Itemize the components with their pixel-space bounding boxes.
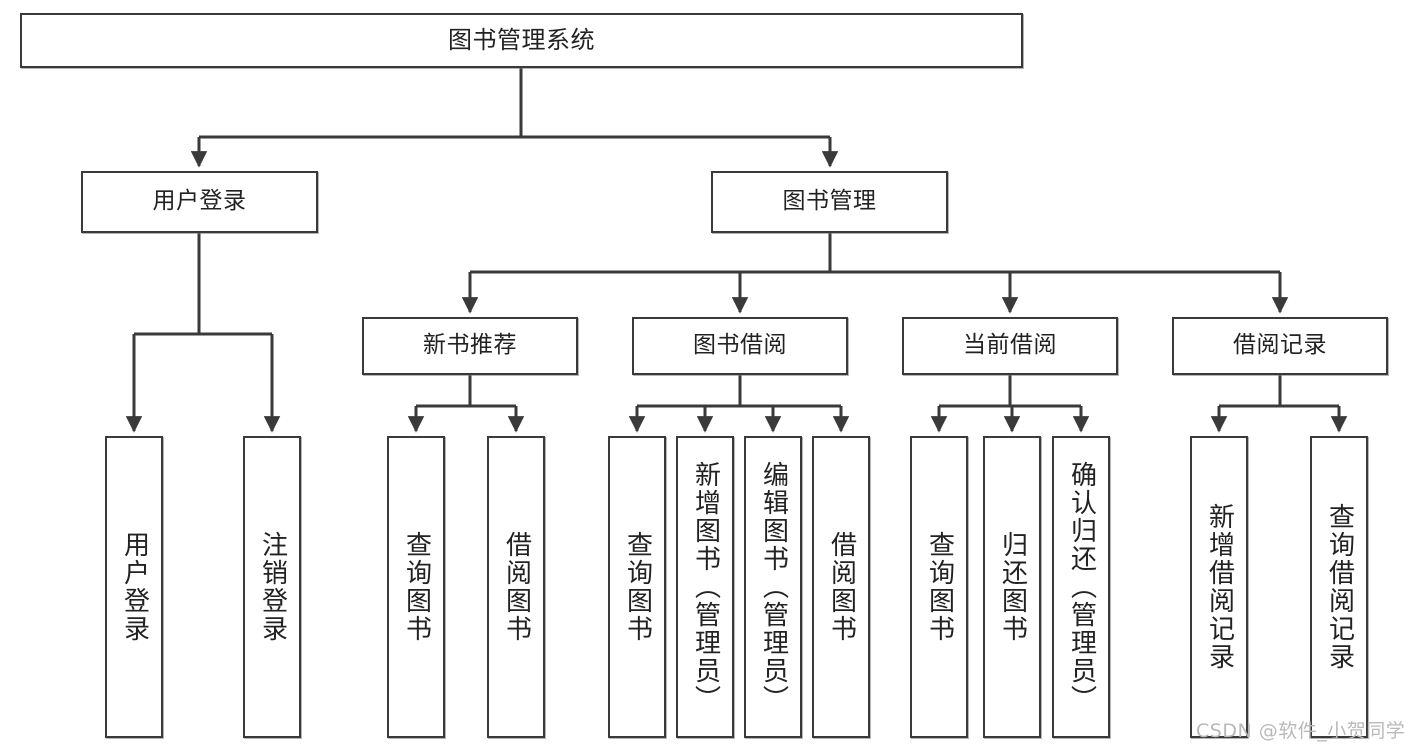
node-leaf-query-book-3-label: 查询图书 (924, 531, 955, 643)
node-root[interactable]: 图书管理系统 (20, 13, 1023, 68)
node-leaf-edit-book[interactable]: 编辑图书（管理员） (744, 436, 802, 738)
node-root-label: 图书管理系统 (448, 26, 595, 55)
node-current-borrow-label: 当前借阅 (963, 332, 1057, 359)
node-leaf-query-book-3[interactable]: 查询图书 (910, 436, 968, 738)
node-leaf-query-book-1[interactable]: 查询图书 (387, 436, 445, 738)
node-leaf-confirm-return[interactable]: 确认归还（管理员） (1052, 436, 1110, 738)
node-leaf-query-book-2[interactable]: 查询图书 (608, 436, 666, 738)
csdn-watermark: CSDN @软件_小贺同学 (1196, 720, 1405, 742)
node-leaf-borrow-book-1-label: 借阅图书 (501, 531, 532, 643)
node-new-book-recommend-label: 新书推荐 (423, 332, 517, 359)
node-leaf-borrow-book-2-label: 借阅图书 (826, 531, 857, 643)
node-leaf-borrow-book-1[interactable]: 借阅图书 (487, 436, 545, 738)
node-book-borrow[interactable]: 图书借阅 (632, 317, 848, 375)
node-leaf-add-book[interactable]: 新增图书（管理员） (676, 436, 734, 738)
node-leaf-user-login-label: 用户登录 (119, 531, 150, 643)
node-leaf-edit-book-label: 编辑图书（管理员） (758, 461, 789, 713)
node-book-manage-label: 图书管理 (782, 188, 877, 215)
node-user-login[interactable]: 用户登录 (81, 171, 318, 233)
node-borrow-record-label: 借阅记录 (1233, 332, 1327, 359)
node-leaf-query-record-label: 查询借阅记录 (1324, 503, 1355, 671)
node-leaf-query-book-2-label: 查询图书 (622, 531, 653, 643)
node-leaf-user-logout-label: 注销登录 (257, 531, 288, 643)
node-new-book-recommend[interactable]: 新书推荐 (362, 317, 578, 375)
node-book-manage[interactable]: 图书管理 (711, 171, 948, 233)
node-borrow-record[interactable]: 借阅记录 (1172, 317, 1388, 375)
node-leaf-return-book[interactable]: 归还图书 (983, 436, 1041, 738)
node-user-login-label: 用户登录 (152, 188, 247, 215)
node-leaf-query-book-1-label: 查询图书 (401, 531, 432, 643)
node-leaf-add-record-label: 新增借阅记录 (1204, 503, 1235, 671)
node-current-borrow[interactable]: 当前借阅 (902, 317, 1118, 375)
node-leaf-user-logout[interactable]: 注销登录 (243, 436, 301, 738)
node-leaf-add-book-label: 新增图书（管理员） (690, 461, 721, 713)
node-book-borrow-label: 图书借阅 (693, 332, 787, 359)
node-leaf-query-record[interactable]: 查询借阅记录 (1310, 436, 1368, 738)
node-leaf-confirm-return-label: 确认归还（管理员） (1066, 461, 1097, 713)
node-leaf-return-book-label: 归还图书 (997, 531, 1028, 643)
node-leaf-add-record[interactable]: 新增借阅记录 (1190, 436, 1248, 738)
node-leaf-borrow-book-2[interactable]: 借阅图书 (812, 436, 870, 738)
node-leaf-user-login[interactable]: 用户登录 (105, 436, 163, 738)
